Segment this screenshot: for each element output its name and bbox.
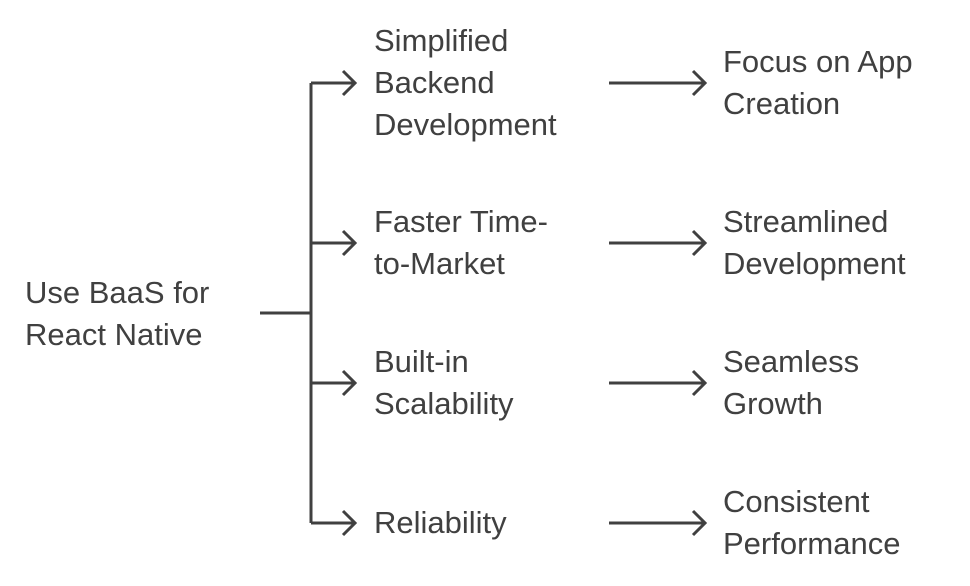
outcome-arrow-head-3 (691, 369, 708, 397)
outcome-node-4-line-2: Performance (723, 526, 901, 561)
root-node: Use BaaS for React Native (25, 272, 209, 356)
outcome-node-3: Seamless Growth (723, 341, 859, 425)
outcome-node-3-line-1: Seamless (723, 344, 860, 379)
outcome-arrow-head-4 (691, 509, 708, 537)
outcome-node-3-line-2: Growth (723, 386, 823, 421)
branch-arrow-head-3 (341, 369, 358, 397)
benefit-node-1-line-3: Development (374, 107, 557, 142)
root-node-line-1: Use BaaS for (25, 275, 210, 310)
benefit-node-2-line-2: to-Market (374, 246, 505, 281)
benefit-node-2: Faster Time- to-Market (374, 201, 548, 285)
benefit-node-3-line-2: Scalability (374, 386, 514, 421)
outcome-node-1-line-2: Creation (723, 86, 841, 121)
benefit-node-1-line-2: Backend (374, 65, 495, 100)
branch-arrow-head-4 (341, 509, 358, 537)
benefit-node-4-line-1: Reliability (374, 505, 507, 540)
outcome-arrow-head-1 (691, 69, 708, 97)
benefit-node-3: Built-in Scalability (374, 341, 514, 425)
outcome-node-4: Consistent Performance (723, 481, 900, 565)
outcome-node-1: Focus on App Creation (723, 41, 913, 125)
outcome-node-1-line-1: Focus on App (723, 44, 913, 79)
benefit-node-1: Simplified Backend Development (374, 20, 557, 146)
root-node-line-2: React Native (25, 317, 203, 352)
benefit-node-1-line-1: Simplified (374, 23, 509, 58)
outcome-node-2: Streamlined Development (723, 201, 906, 285)
benefit-node-2-line-1: Faster Time- (374, 204, 548, 239)
outcome-node-4-line-1: Consistent (723, 484, 870, 519)
outcome-node-2-line-2: Development (723, 246, 906, 281)
benefit-node-3-line-1: Built-in (374, 344, 469, 379)
branch-arrow-head-1 (341, 69, 358, 97)
branch-arrow-head-2 (341, 229, 358, 257)
benefit-node-4: Reliability (374, 502, 507, 544)
outcome-node-2-line-1: Streamlined (723, 204, 889, 239)
outcome-arrow-head-2 (691, 229, 708, 257)
